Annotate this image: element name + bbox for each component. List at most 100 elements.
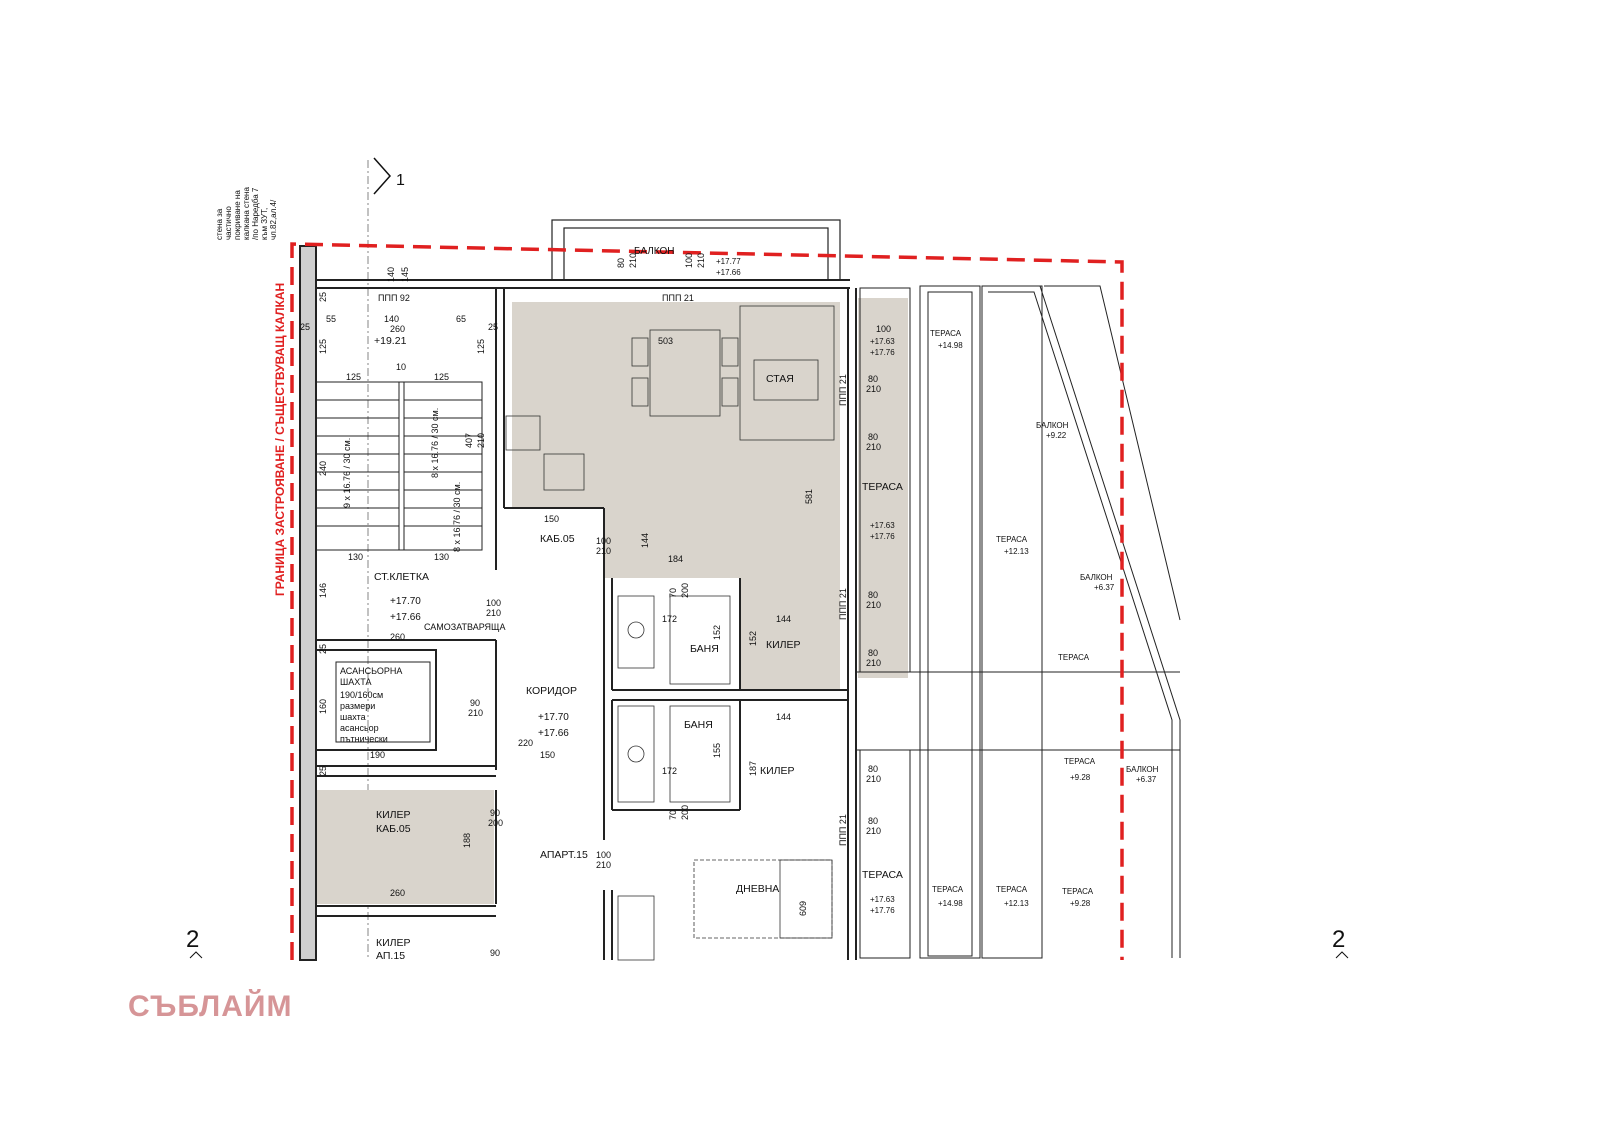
svg-text:+17.63: +17.63: [870, 895, 895, 904]
svg-text:100: 100: [684, 253, 694, 268]
unit-label-1: КАБ.05: [540, 533, 575, 545]
svg-text:покриване на: покриване на: [233, 190, 242, 240]
svg-text:125: 125: [318, 339, 328, 354]
elevator-label-0: АСАНСЬОРНА: [340, 666, 402, 676]
svg-text:80: 80: [616, 258, 626, 268]
balcony-label-1: БАЛКОН: [1036, 421, 1069, 430]
svg-text:+17.76: +17.76: [870, 348, 895, 357]
svg-text:25: 25: [318, 292, 328, 302]
svg-text:+17.77: +17.77: [716, 257, 741, 266]
wall-note: стена за частично покриване на калкана с…: [215, 187, 278, 240]
svg-text:100: 100: [876, 324, 891, 334]
corridor-label: КОРИДОР: [526, 685, 577, 697]
svg-text:65: 65: [456, 314, 466, 324]
room-fills: [314, 298, 908, 904]
svg-text:70: 70: [668, 588, 678, 598]
svg-text:+9.22: +9.22: [1046, 431, 1067, 440]
svg-text:ППП 21: ППП 21: [838, 814, 848, 846]
section-marker-2-arrows: [189, 951, 1349, 959]
room-labels: БАЛКОН СТАЯ ТЕРАСА ТЕРАСА ТЕРАСА ТЕРАСА …: [340, 246, 1159, 962]
storage-label-4: КИЛЕР: [376, 937, 411, 949]
svg-text:90: 90: [490, 808, 500, 818]
svg-text:ППП 21: ППП 21: [662, 293, 694, 303]
terrace-label-8: ТЕРАСА: [996, 885, 1028, 894]
svg-text:55: 55: [326, 314, 336, 324]
elevator-shaft: [315, 649, 437, 751]
svg-text:187: 187: [748, 761, 758, 776]
svg-text:125: 125: [476, 339, 486, 354]
svg-text:150: 150: [540, 750, 555, 760]
elevator-label-2: 190/160см: [340, 690, 383, 700]
svg-text:144: 144: [776, 712, 791, 722]
svg-text:210: 210: [866, 774, 881, 784]
svg-text:80: 80: [868, 648, 878, 658]
svg-text:/по Наредба 7: /по Наредба 7: [251, 187, 260, 240]
svg-text:9 x 16.76 / 30 см.: 9 x 16.76 / 30 см.: [342, 438, 352, 508]
svg-text:70: 70: [668, 810, 678, 820]
svg-text:+12.13: +12.13: [1004, 547, 1029, 556]
facade-terraces: [856, 285, 1181, 959]
storage-label-3: КИЛЕР: [376, 809, 411, 821]
section-marker-top: 1: [396, 172, 405, 189]
svg-text:ППП 92: ППП 92: [378, 293, 410, 303]
svg-text:240: 240: [318, 461, 328, 476]
svg-text:210: 210: [866, 658, 881, 668]
balcony-label-3: БАЛКОН: [1126, 765, 1159, 774]
svg-text:+9.28: +9.28: [1070, 899, 1091, 908]
svg-text:146: 146: [318, 583, 328, 598]
fixtures: [505, 305, 835, 961]
svg-text:190: 190: [370, 750, 385, 760]
svg-text:145: 145: [400, 267, 410, 282]
svg-text:+9.28: +9.28: [1070, 773, 1091, 782]
svg-text:130: 130: [348, 552, 363, 562]
svg-text:125: 125: [434, 372, 449, 382]
svg-text:8 x 16.76 / 30 см.: 8 x 16.76 / 30 см.: [430, 408, 440, 478]
terrace-label-7: ТЕРАСА: [932, 885, 964, 894]
elevator-label-6: пътнически: [340, 734, 388, 744]
svg-text:80: 80: [868, 590, 878, 600]
terrace-label-5: ТЕРАСА: [1058, 653, 1090, 662]
svg-text:152: 152: [748, 631, 758, 646]
svg-text:609: 609: [798, 901, 808, 916]
company-logo: СЪБЛАЙМ: [128, 990, 293, 1023]
svg-text:210: 210: [866, 826, 881, 836]
svg-text:210: 210: [468, 708, 483, 718]
level-markers: +19.21 +17.70 +17.66 +17.70 +17.66 +17.7…: [374, 257, 1157, 915]
svg-text:260: 260: [390, 324, 405, 334]
section-marker-left: 2: [186, 926, 200, 953]
svg-text:+17.70: +17.70: [390, 596, 421, 607]
svg-text:130: 130: [434, 552, 449, 562]
svg-text:+19.21: +19.21: [374, 335, 407, 347]
svg-text:150: 150: [544, 514, 559, 524]
svg-text:581: 581: [804, 489, 814, 504]
svg-text:25: 25: [488, 322, 498, 332]
svg-text:172: 172: [662, 766, 677, 776]
svg-text:100: 100: [486, 598, 501, 608]
svg-text:210: 210: [486, 608, 501, 618]
svg-text:210: 210: [866, 384, 881, 394]
svg-text:90: 90: [470, 698, 480, 708]
bath-label-1: БАНЯ: [690, 643, 719, 655]
svg-text:503: 503: [658, 336, 673, 346]
svg-text:+14.98: +14.98: [938, 341, 963, 350]
svg-text:184: 184: [668, 554, 683, 564]
svg-text:140: 140: [386, 267, 396, 282]
svg-text:+17.63: +17.63: [870, 337, 895, 346]
svg-text:140: 140: [384, 314, 399, 324]
section-arrow-1: [373, 157, 392, 195]
svg-text:210: 210: [476, 433, 486, 448]
svg-text:144: 144: [776, 614, 791, 624]
svg-text:+17.66: +17.66: [716, 268, 741, 277]
storage-label-1: КИЛЕР: [766, 639, 801, 651]
svg-text:200: 200: [680, 583, 690, 598]
balcony-top: [551, 219, 841, 281]
unit-label-2: АПАРТ.15: [540, 849, 588, 861]
section-marker-right: 2: [1332, 926, 1346, 953]
bath-label-2: БАНЯ: [684, 719, 713, 731]
svg-text:+6.37: +6.37: [1094, 583, 1115, 592]
boundary-line: [290, 242, 1124, 960]
svg-text:25: 25: [318, 766, 328, 776]
svg-text:+17.63: +17.63: [870, 521, 895, 530]
svg-text:100: 100: [596, 536, 611, 546]
terrace-label-1: ТЕРАСА: [862, 481, 903, 493]
